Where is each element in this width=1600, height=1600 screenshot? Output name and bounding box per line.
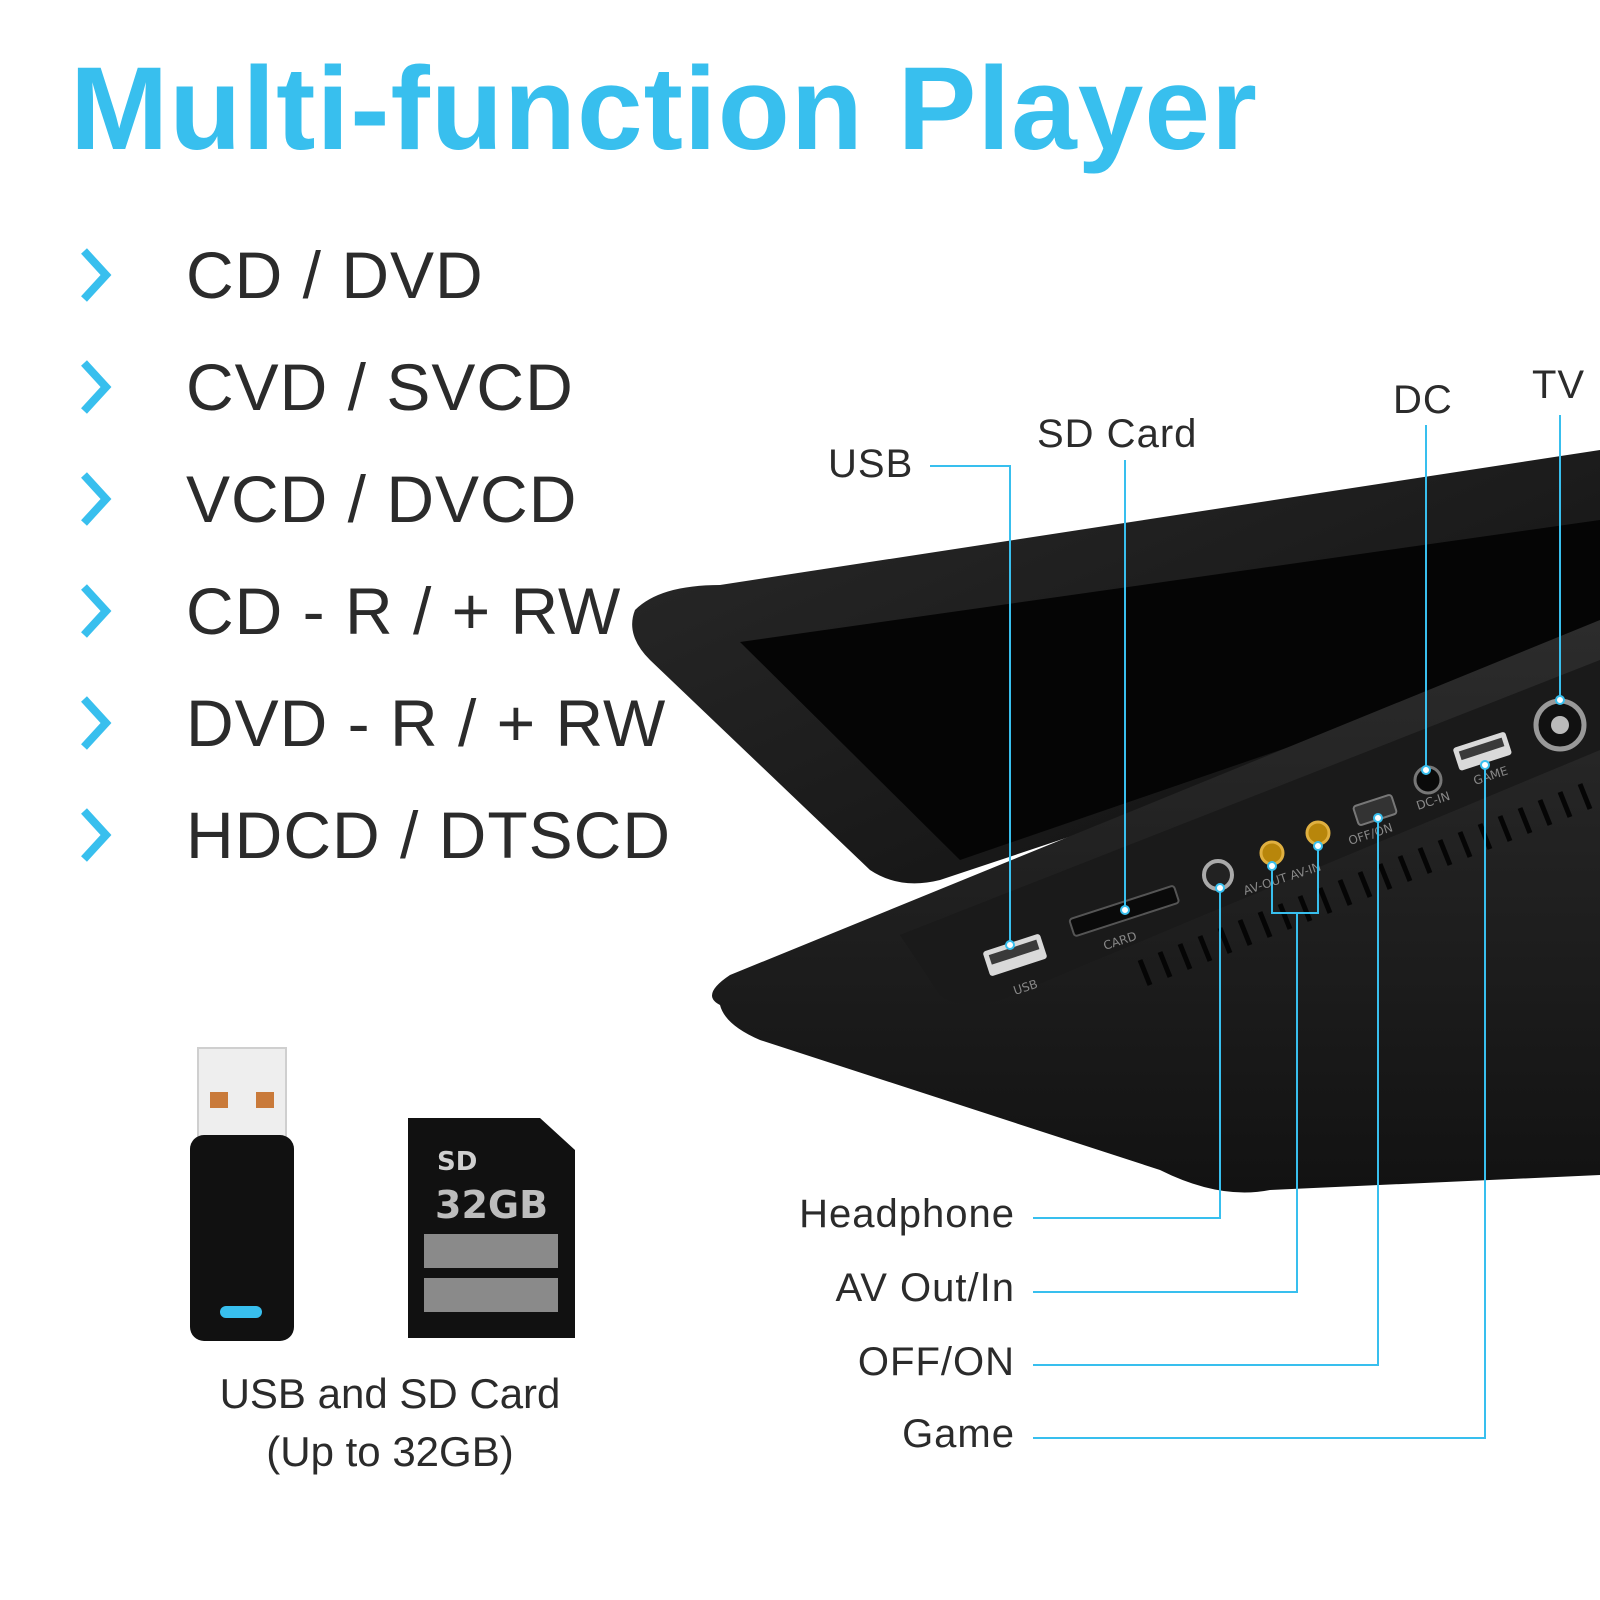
callout-off-on: OFF/ON (857, 1340, 1015, 1384)
format-label: HDCD / DTSCD (186, 798, 671, 872)
callout-tv: TV (1532, 363, 1586, 407)
callout-dots (1005, 695, 1565, 950)
chevron-right-icon (81, 472, 112, 526)
format-label: DVD - R / + RW (186, 686, 667, 760)
sd-card: SD 32GB (408, 1118, 575, 1338)
page-title: Multi-function Player (70, 43, 1258, 175)
format-item: CVD / SVCD (76, 342, 574, 432)
callout-game: Game (902, 1412, 1015, 1456)
av-in-jack (1305, 820, 1331, 846)
format-item: CD - R / + RW (76, 566, 621, 656)
chevron-right-icon (81, 808, 112, 862)
sd-card-capacity: 32GB (435, 1183, 548, 1227)
callout-usb: USB (828, 442, 914, 486)
format-label: VCD / DVCD (186, 462, 578, 536)
format-label: CD - R / + RW (186, 574, 622, 648)
format-label: CD / DVD (186, 238, 484, 312)
chevron-right-icon (81, 248, 112, 302)
usb-port (983, 934, 1047, 976)
chevron-right-icon (81, 696, 112, 750)
callout-lines (930, 415, 1561, 1439)
av-out-jack (1259, 840, 1285, 866)
callout-sd-card: SD Card (1037, 412, 1198, 456)
chevron-right-icon (81, 584, 112, 638)
callout-headphone: Headphone (799, 1192, 1015, 1236)
format-item: CD / DVD (76, 230, 484, 320)
storage-caption-line2: (Up to 32GB) (266, 1428, 514, 1475)
callout-av: AV Out/In (835, 1266, 1015, 1310)
storage-caption-line1: USB and SD Card (219, 1370, 561, 1417)
format-item: DVD - R / + RW (76, 678, 666, 768)
screen-panel (740, 520, 1600, 860)
format-item: VCD / DVCD (76, 454, 577, 544)
usb-flash-drive (190, 1047, 294, 1341)
format-item: HDCD / DTSCD (76, 790, 671, 880)
sd-card-brand: SD (437, 1147, 477, 1177)
format-label: CVD / SVCD (186, 350, 574, 424)
vent-grille (1137, 783, 1593, 986)
chevron-right-icon (81, 360, 112, 414)
callout-dc: DC (1393, 378, 1453, 422)
game-port (1453, 732, 1512, 771)
storage-caption: USB and SD Card (Up to 32GB) (180, 1365, 600, 1481)
